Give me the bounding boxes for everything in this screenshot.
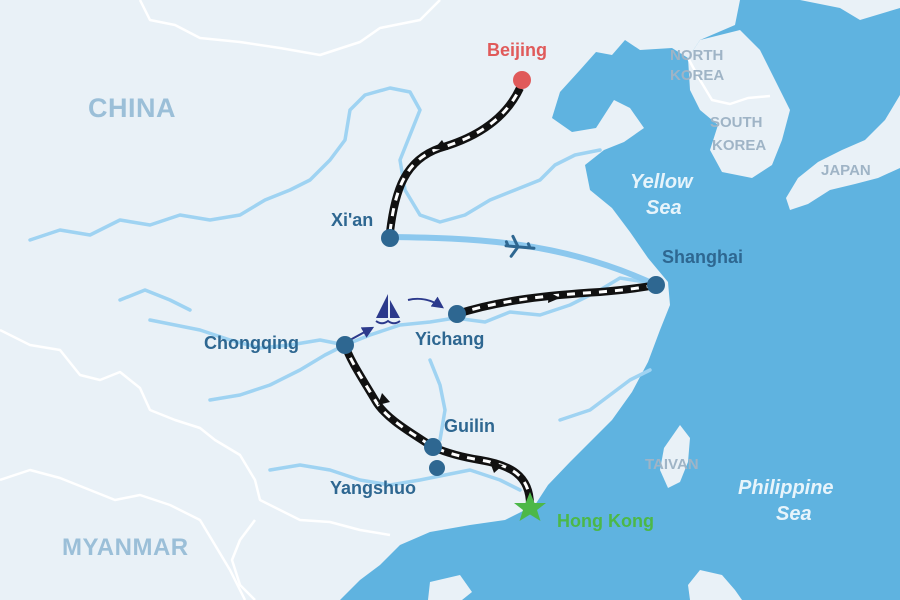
sea-label-philippine-2: Sea xyxy=(776,503,812,525)
arrow-to-guilin xyxy=(490,462,503,473)
xian-marker xyxy=(381,229,399,247)
arrow-to-beijing xyxy=(434,140,448,150)
shanghai-marker xyxy=(647,276,665,294)
country-label-north-korea-2: KOREA xyxy=(670,67,724,84)
sea-label-yellow-2: Sea xyxy=(646,197,682,219)
arrow-to-shanghai xyxy=(548,292,560,303)
city-label-chongqing: Chongqing xyxy=(204,333,299,353)
taiwan-island xyxy=(660,425,690,488)
chongqing-marker xyxy=(336,336,354,354)
sea-label-yellow-1: Yellow xyxy=(630,171,694,193)
city-label-yichang: Yichang xyxy=(415,329,484,349)
city-label-beijing: Beijing xyxy=(487,40,547,60)
star-icon xyxy=(514,492,546,521)
country-label-myanmar: MYANMAR xyxy=(62,534,189,561)
city-label-hong-kong: Hong Kong xyxy=(557,511,654,531)
country-label-taiwan: TAIVAN xyxy=(645,456,699,473)
country-borders xyxy=(0,0,771,600)
cruise-route xyxy=(349,294,444,341)
country-label-south-korea-1: SOUTH xyxy=(710,114,763,131)
korean-peninsula xyxy=(688,30,790,178)
city-label-xian: Xi'an xyxy=(331,210,373,230)
yichang-marker xyxy=(448,305,466,323)
train-direction-arrows xyxy=(378,140,560,473)
train-route-yichang-shanghai xyxy=(455,281,657,318)
yangshuo-marker xyxy=(429,460,445,476)
beijing-marker xyxy=(513,71,531,89)
airplane-icon xyxy=(504,234,536,258)
city-markers xyxy=(336,71,665,476)
country-label-north-korea-1: NORTH xyxy=(670,47,723,64)
island-luzon xyxy=(688,570,742,600)
guilin-marker xyxy=(424,438,442,456)
arrow-to-chongqing xyxy=(378,393,390,405)
country-label-china: CHINA xyxy=(88,93,176,123)
city-label-yangshuo: Yangshuo xyxy=(330,478,416,498)
sailboat-icon xyxy=(375,294,401,325)
country-label-japan: JAPAN xyxy=(821,162,871,179)
city-label-shanghai: Shanghai xyxy=(662,247,743,267)
city-label-guilin: Guilin xyxy=(444,416,495,436)
country-label-south-korea-2: KOREA xyxy=(712,137,766,154)
island-hainan xyxy=(428,575,472,600)
japan-island xyxy=(786,95,900,210)
sea-label-philippine-1: Philippine xyxy=(738,477,834,499)
